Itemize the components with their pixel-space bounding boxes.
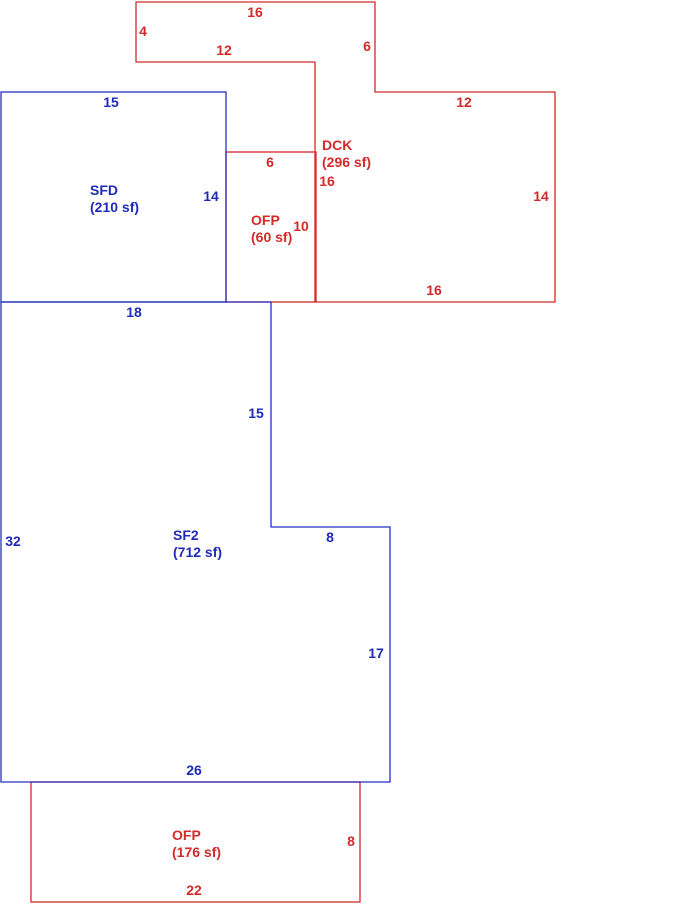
dck-dim-left-top: 4 xyxy=(139,23,147,39)
sf2-outline xyxy=(0,301,391,783)
ofp-small-name: OFP xyxy=(251,212,280,228)
dck-dim-bottom: 16 xyxy=(426,282,442,298)
sf2-area: (712 sf) xyxy=(173,544,222,560)
ofp-large-dim-right: 8 xyxy=(347,833,355,849)
sf2-name: SF2 xyxy=(173,527,199,543)
dck-dim-top: 16 xyxy=(247,4,263,20)
sf2-dim-bottom: 26 xyxy=(186,762,202,778)
ofp-large-area: (176 sf) xyxy=(172,844,221,860)
dck-outline xyxy=(135,1,556,303)
sfd-dim-top: 15 xyxy=(103,94,119,110)
ofp-large-name: OFP xyxy=(172,827,201,843)
ofp-small-area: (60 sf) xyxy=(251,229,292,245)
sf2-dim-notch: 8 xyxy=(326,529,334,545)
dck-dim-inner-top: 12 xyxy=(216,42,232,58)
sfd-dim-bottom: 18 xyxy=(126,304,142,320)
dck-dim-right-step: 6 xyxy=(363,38,371,54)
sf2-dim-upper-right: 15 xyxy=(248,405,264,421)
dck-dim-right-top: 12 xyxy=(456,94,472,110)
sf2-dim-left: 32 xyxy=(5,533,21,549)
sfd-name: SFD xyxy=(90,182,118,198)
ofp-small-dim-right: 10 xyxy=(293,218,309,234)
dck-dim-left: 16 xyxy=(319,173,335,189)
sf2-dim-lower-right: 17 xyxy=(368,645,384,661)
dck-name: DCK xyxy=(322,137,352,153)
dck-area: (296 sf) xyxy=(322,154,371,170)
dck-dim-right: 14 xyxy=(533,188,549,204)
sfd-dim-right: 14 xyxy=(203,188,219,204)
ofp-small-dim-top: 6 xyxy=(266,154,274,170)
sfd-area: (210 sf) xyxy=(90,199,139,215)
ofp-large-dim-bottom: 22 xyxy=(186,882,202,898)
